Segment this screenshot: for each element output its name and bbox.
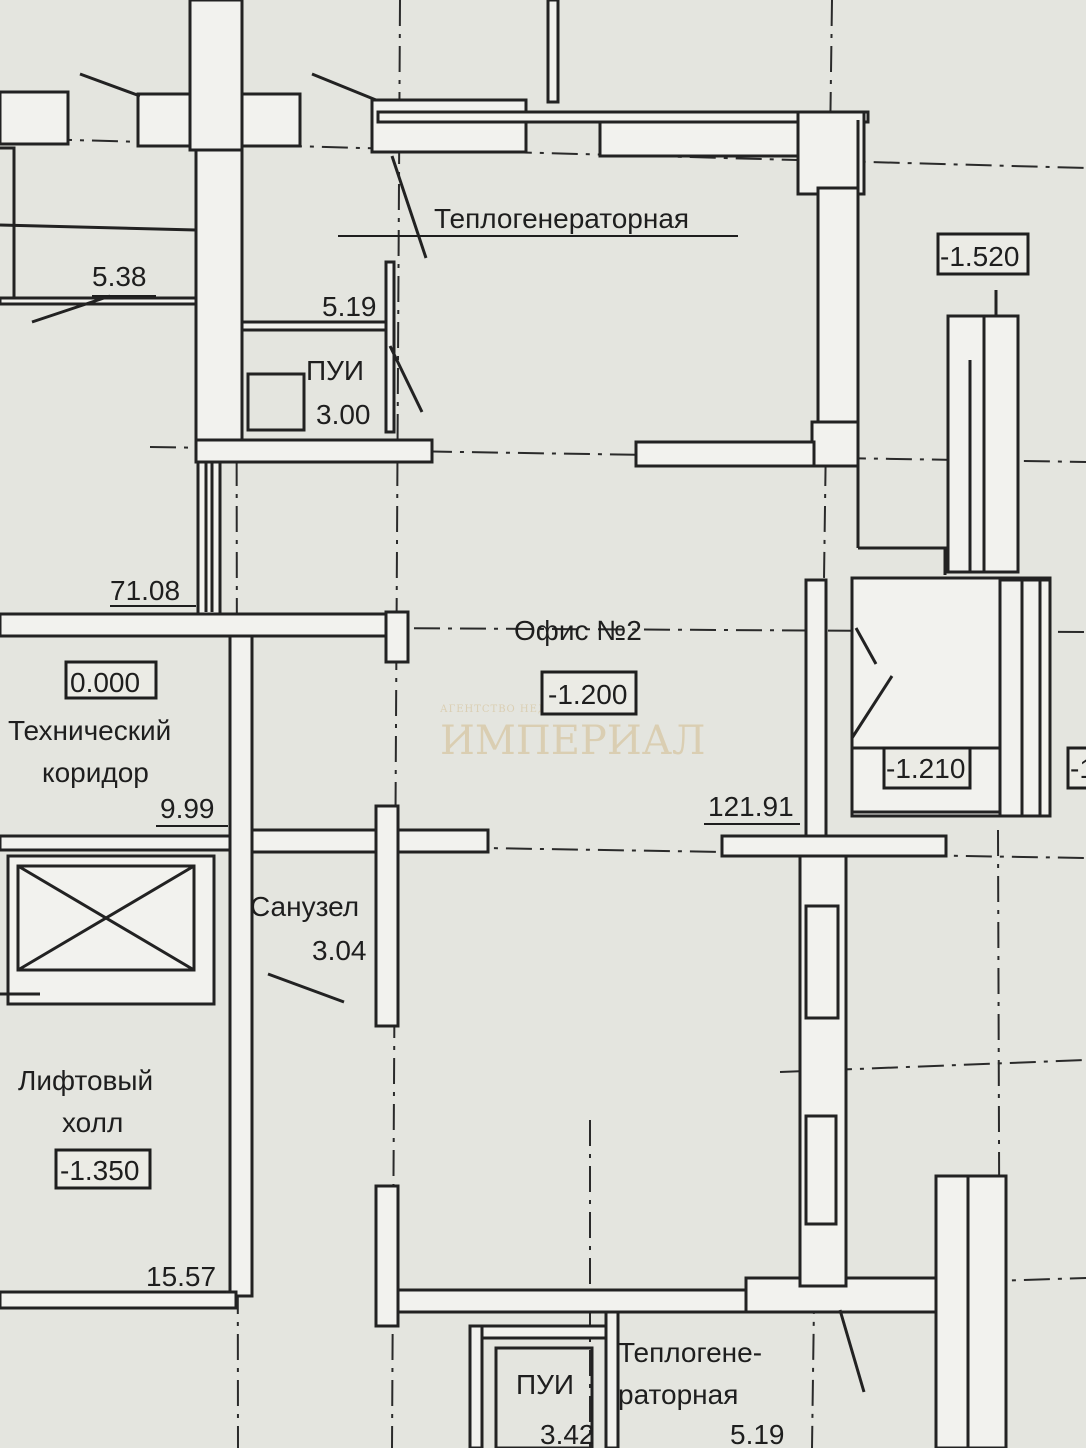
level-box-1520: [936, 232, 1030, 276]
label-level-cut: -1: [1070, 753, 1086, 784]
label-level-1350: -1.350: [60, 1155, 139, 1186]
level-box-cut: [1066, 746, 1086, 790]
level-box-office: [540, 670, 638, 716]
door-swings: [0, 72, 894, 1393]
label-level-1520: -1.520: [940, 241, 1019, 272]
label-area-5-19-top: 5.19: [322, 291, 377, 322]
label-area-3-42: 3.42: [540, 1419, 595, 1448]
label-tech-corridor-1: Технический: [8, 715, 171, 746]
level-box-1210: [882, 746, 972, 790]
label-sanuzel: Санузел: [250, 891, 359, 922]
label-lift-2: холл: [62, 1107, 123, 1138]
watermark-brand: ИМПЕРИАЛ: [440, 718, 705, 764]
label-area-71-08: 71.08: [110, 575, 180, 606]
label-pui-top: ПУИ: [306, 355, 364, 386]
label-level-0000: 0.000: [70, 667, 140, 698]
watermark: АГЕНТСТВО НЕДВИЖИМОСТИ ИМПЕРИАЛ: [440, 704, 705, 764]
room-labels: Теплогенераторная 5.38 5.19 ПУИ 3.00 71.…: [8, 203, 1086, 1448]
label-lift-1: Лифтовый: [18, 1065, 153, 1096]
label-office: Офис №2: [514, 615, 642, 646]
label-level-office: -1.200: [548, 679, 627, 710]
watermark-tagline: АГЕНТСТВО НЕДВИЖИМОСТИ: [440, 704, 634, 715]
label-area-5-19-bottom: 5.19: [730, 1419, 785, 1448]
label-pui-bottom: ПУИ: [516, 1369, 574, 1400]
walls: [0, 0, 1052, 1448]
level-box-1350: [54, 1148, 152, 1190]
label-teplogen-bottom-1: Теплогене-: [618, 1337, 762, 1368]
label-area-9-99: 9.99: [160, 793, 215, 824]
label-area-15-57: 15.57: [146, 1261, 216, 1292]
label-area-3-00: 3.00: [316, 399, 371, 430]
label-area-5-38: 5.38: [92, 261, 147, 292]
label-teplogen-bottom-2: раторная: [618, 1379, 738, 1410]
label-level-1210: -1.210: [886, 753, 965, 784]
level-box-0000: [64, 660, 158, 700]
label-teplogen-top: Теплогенераторная: [434, 203, 689, 234]
label-area-121-91: 121.91: [708, 791, 794, 822]
label-tech-corridor-2: коридор: [42, 757, 149, 788]
label-area-3-04: 3.04: [312, 935, 367, 966]
